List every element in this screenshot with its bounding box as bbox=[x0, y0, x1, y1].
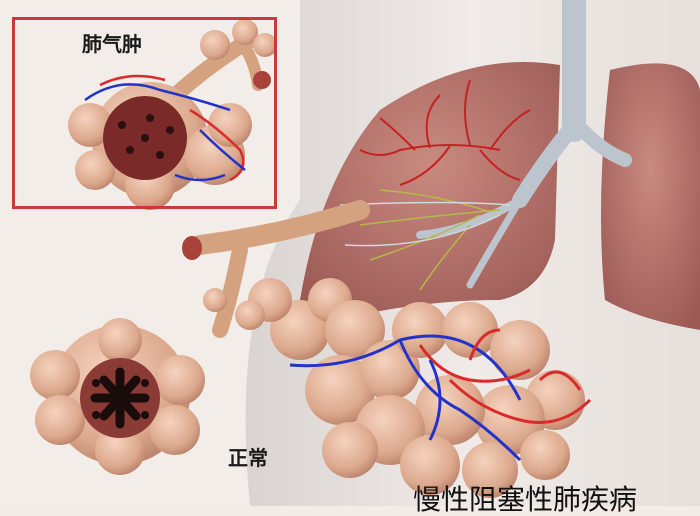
right-lung bbox=[601, 63, 700, 330]
caption: 慢性阻塞性肺疾病 bbox=[413, 486, 637, 514]
inset-title: 肺气肿 bbox=[82, 28, 142, 57]
normal-label: 正常 bbox=[228, 442, 268, 471]
emphysema-inset-frame bbox=[12, 17, 277, 209]
